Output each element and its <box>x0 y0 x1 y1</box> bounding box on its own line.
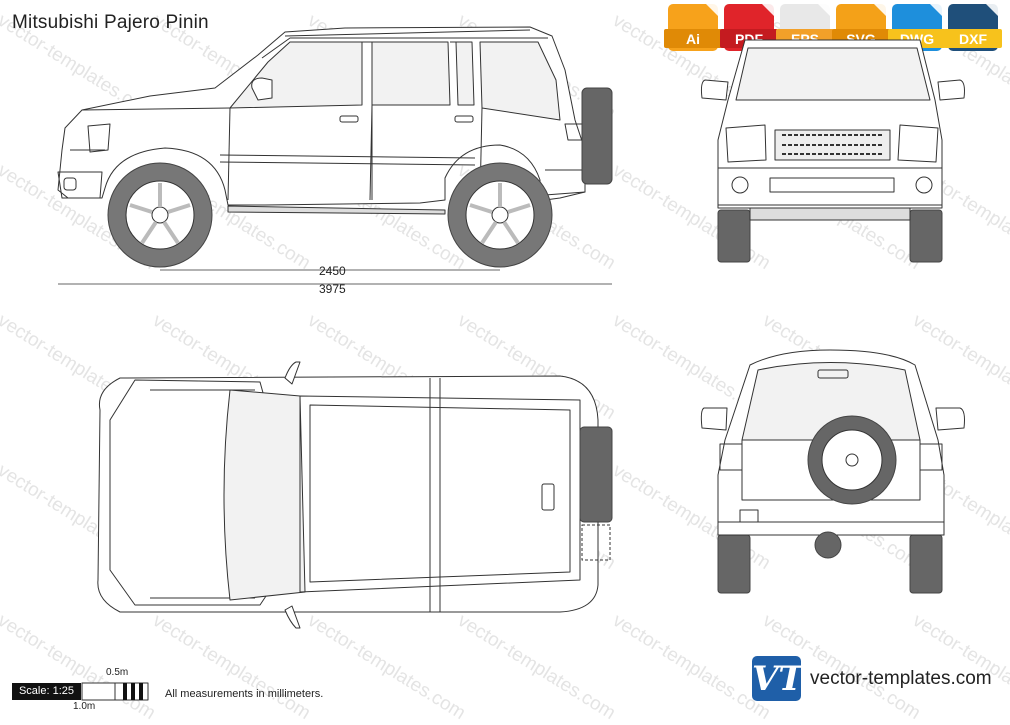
format-ai-label: Ai <box>686 31 700 47</box>
vt-logo-icon: VT <box>752 656 804 701</box>
rear-view <box>700 349 965 594</box>
format-dxf-label: DXF <box>959 31 987 47</box>
brand[interactable]: VT vector-templates.com <box>752 656 992 701</box>
length-dimension: 3975 <box>319 282 346 296</box>
scale-one-meter: 1.0m <box>73 701 96 712</box>
page-title: Mitsubishi Pajero Pinin <box>12 12 209 33</box>
top-view <box>97 361 613 629</box>
brand-name: vector-templates.com <box>810 667 992 689</box>
front-view <box>700 39 965 263</box>
scale-label: Scale: 1:25 <box>12 683 81 700</box>
format-ai-button[interactable]: Ai <box>664 4 722 51</box>
wheelbase-dimension: 2450 <box>319 264 346 278</box>
side-view <box>57 26 613 285</box>
measurement-note: All measurements in millimeters. <box>165 688 324 700</box>
scale-bar <box>81 682 149 701</box>
format-dxf-button[interactable]: DXF <box>944 4 1002 51</box>
scale-half-meter: 0.5m <box>106 667 129 678</box>
